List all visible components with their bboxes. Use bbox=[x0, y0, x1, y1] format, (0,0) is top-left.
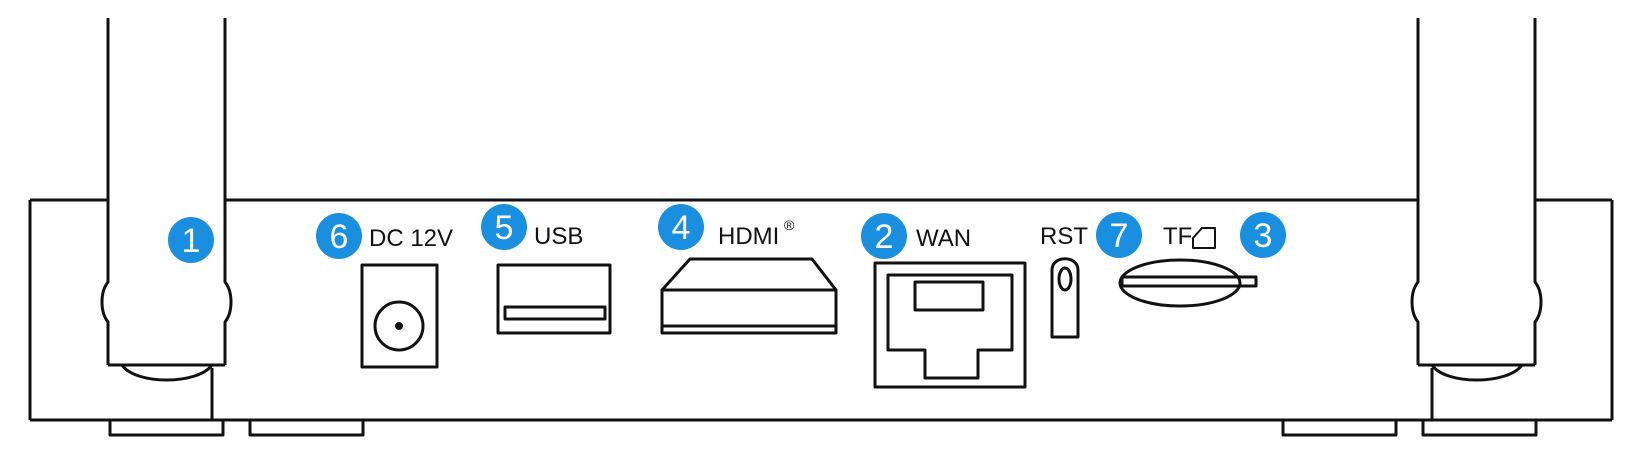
badge-2: 2 bbox=[861, 213, 907, 259]
right-antenna bbox=[1410, 18, 1543, 420]
foot-2 bbox=[248, 418, 365, 437]
badge-2-number: 2 bbox=[875, 218, 894, 256]
label-dc: DC 12V bbox=[369, 225, 453, 252]
badge-5: 5 bbox=[481, 204, 527, 250]
badge-6: 6 bbox=[316, 213, 362, 259]
badge-1-number: 1 bbox=[182, 222, 201, 260]
label-hdmi: HDMI bbox=[718, 223, 779, 250]
badge-7-number: 7 bbox=[1110, 217, 1129, 255]
badge-6-number: 6 bbox=[330, 218, 349, 256]
foot-4 bbox=[1421, 418, 1538, 437]
badge-1: 1 bbox=[168, 217, 214, 263]
dc-power-port bbox=[360, 263, 439, 369]
wan-ethernet-port bbox=[873, 261, 1027, 389]
sd-card-icon bbox=[1192, 227, 1216, 249]
badge-4: 4 bbox=[658, 204, 704, 250]
badge-5-number: 5 bbox=[495, 209, 514, 247]
device-case bbox=[28, 198, 1614, 422]
badge-7: 7 bbox=[1096, 212, 1142, 258]
label-tf: TF bbox=[1163, 223, 1192, 250]
foot-1 bbox=[108, 418, 225, 437]
label-hdmi-registered: ® bbox=[784, 217, 795, 233]
label-usb: USB bbox=[534, 223, 583, 250]
left-antenna bbox=[100, 18, 233, 420]
foot-3 bbox=[1281, 418, 1398, 437]
usb-port bbox=[496, 263, 612, 335]
badge-3: 3 bbox=[1240, 212, 1286, 258]
reset-button bbox=[1050, 257, 1080, 339]
badge-3-number: 3 bbox=[1254, 217, 1273, 255]
hdmi-port bbox=[660, 257, 838, 335]
label-wan: WAN bbox=[916, 225, 971, 252]
tf-card-slot bbox=[1118, 258, 1258, 308]
label-rst: RST bbox=[1040, 223, 1088, 250]
badge-4-number: 4 bbox=[672, 209, 691, 247]
